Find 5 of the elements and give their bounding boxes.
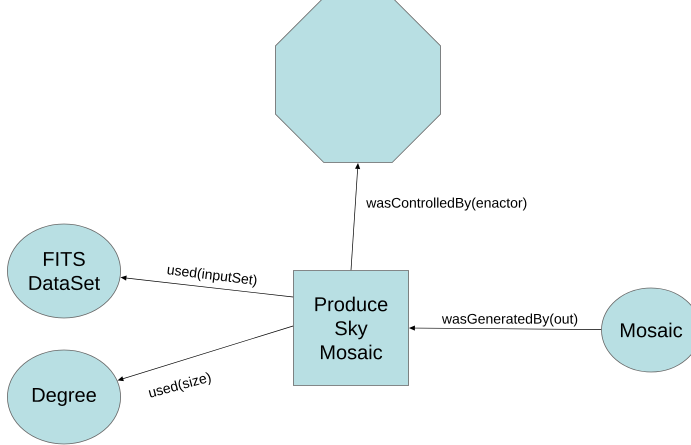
octagon-node — [275, 0, 441, 163]
edge-label: used(inputSet) — [164, 262, 260, 290]
process-box: Produce Sky Mosaic — [293, 270, 409, 386]
edge-label: wasControlledBy(enactor) — [365, 196, 528, 212]
edge-label: wasGeneratedBy(out) — [440, 312, 580, 328]
